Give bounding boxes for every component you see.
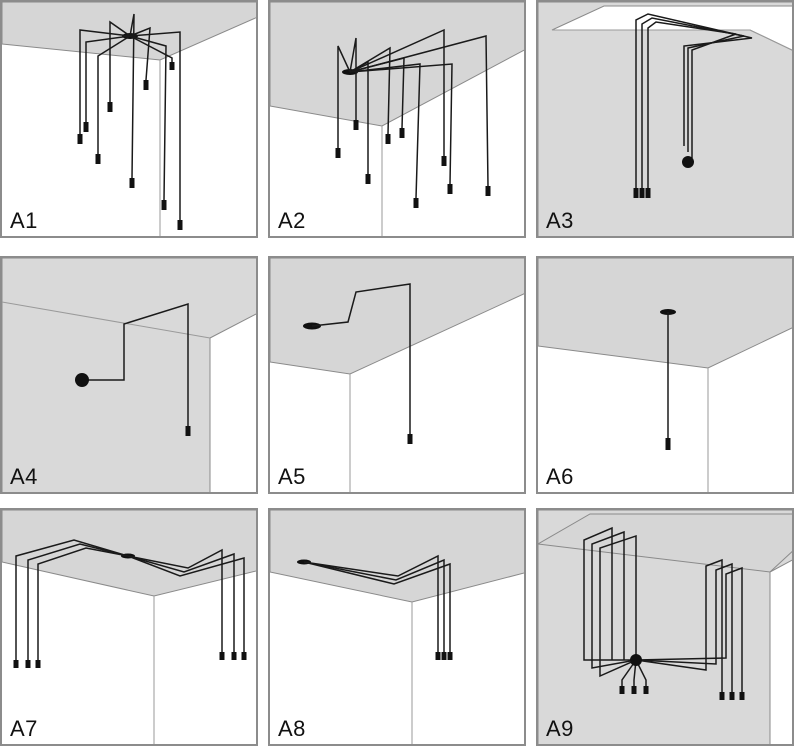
panel-a4: A4 <box>0 256 258 494</box>
single-pendant <box>660 309 676 450</box>
spider-pendant <box>77 13 183 230</box>
wall-mount <box>75 373 89 387</box>
panel-a2: A2 <box>268 0 526 238</box>
panel-a8: A8 <box>268 508 526 746</box>
panel-a5: A5 <box>268 256 526 494</box>
wall-pendant <box>633 13 753 198</box>
panel-label: A7 <box>10 716 38 741</box>
wall <box>538 510 792 744</box>
ceiling <box>270 258 524 375</box>
panel-label: A4 <box>10 464 38 489</box>
zigzag-pendant <box>303 283 413 444</box>
diagram-a1 <box>2 2 256 236</box>
split-pendant <box>13 539 247 668</box>
diagram-a6 <box>538 258 792 492</box>
panel-label: A3 <box>546 208 574 233</box>
ceiling <box>2 510 256 597</box>
diagram-a9 <box>538 510 792 744</box>
panel-label: A9 <box>546 716 574 741</box>
diagram-a3 <box>538 2 792 236</box>
fan-pendant <box>335 28 491 208</box>
panel-a7: A7 <box>0 508 258 746</box>
loop-pendant <box>583 526 745 700</box>
side-wall <box>209 313 256 492</box>
ceiling <box>2 2 256 61</box>
ceiling <box>270 2 524 127</box>
joint-ball <box>630 654 642 666</box>
panel-a3: A3 <box>536 0 794 238</box>
diagram-a5 <box>270 258 524 492</box>
ceiling <box>270 510 524 603</box>
wall <box>538 2 792 236</box>
diagram-a7 <box>2 510 256 744</box>
bundle-pendant <box>297 554 453 660</box>
wall-arm-pendant <box>75 302 191 436</box>
joint-ball <box>682 156 694 168</box>
panel-label: A2 <box>278 208 306 233</box>
panel-label: A8 <box>278 716 306 741</box>
panel-a1: A1 <box>0 0 258 238</box>
panel-a9: A9 <box>536 508 794 746</box>
wall <box>2 258 256 492</box>
panel-a6: A6 <box>536 256 794 494</box>
panel-label: A1 <box>10 208 38 233</box>
diagram-a4 <box>2 258 256 492</box>
diagram-a2 <box>270 2 524 236</box>
panel-label: A6 <box>546 464 574 489</box>
side-wall <box>769 559 792 744</box>
panel-label: A5 <box>278 464 306 489</box>
diagram-a8 <box>270 510 524 744</box>
